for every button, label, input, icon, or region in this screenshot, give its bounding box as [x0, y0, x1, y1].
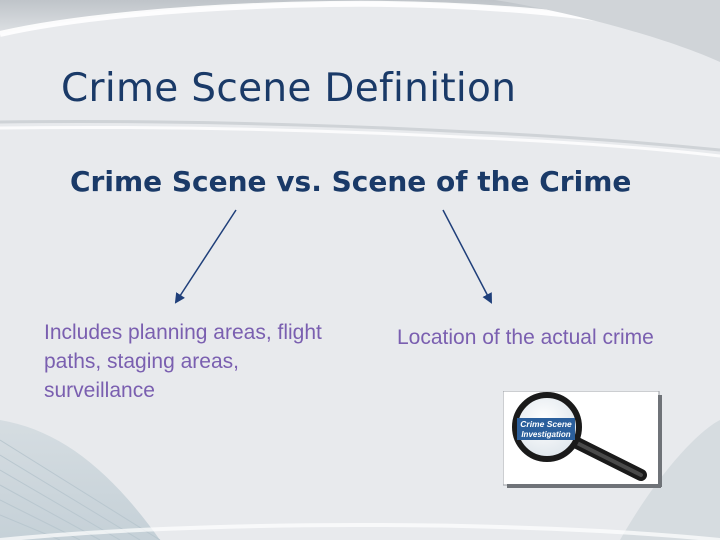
svg-text:Investigation: Investigation — [521, 430, 570, 439]
svg-text:Crime Scene: Crime Scene — [520, 419, 572, 429]
right-description: Location of the actual crime — [397, 326, 654, 349]
slide-title: Crime Scene Definition — [61, 66, 517, 111]
slide-subtitle: Crime Scene vs. Scene of the Crime — [70, 165, 632, 198]
right-arrow — [442, 209, 492, 304]
csi-magnifier-logo: Crime Scene Investigation — [503, 391, 662, 488]
left-description: Includes planning areas, flight paths, s… — [44, 321, 322, 402]
left-arrow — [174, 209, 237, 304]
